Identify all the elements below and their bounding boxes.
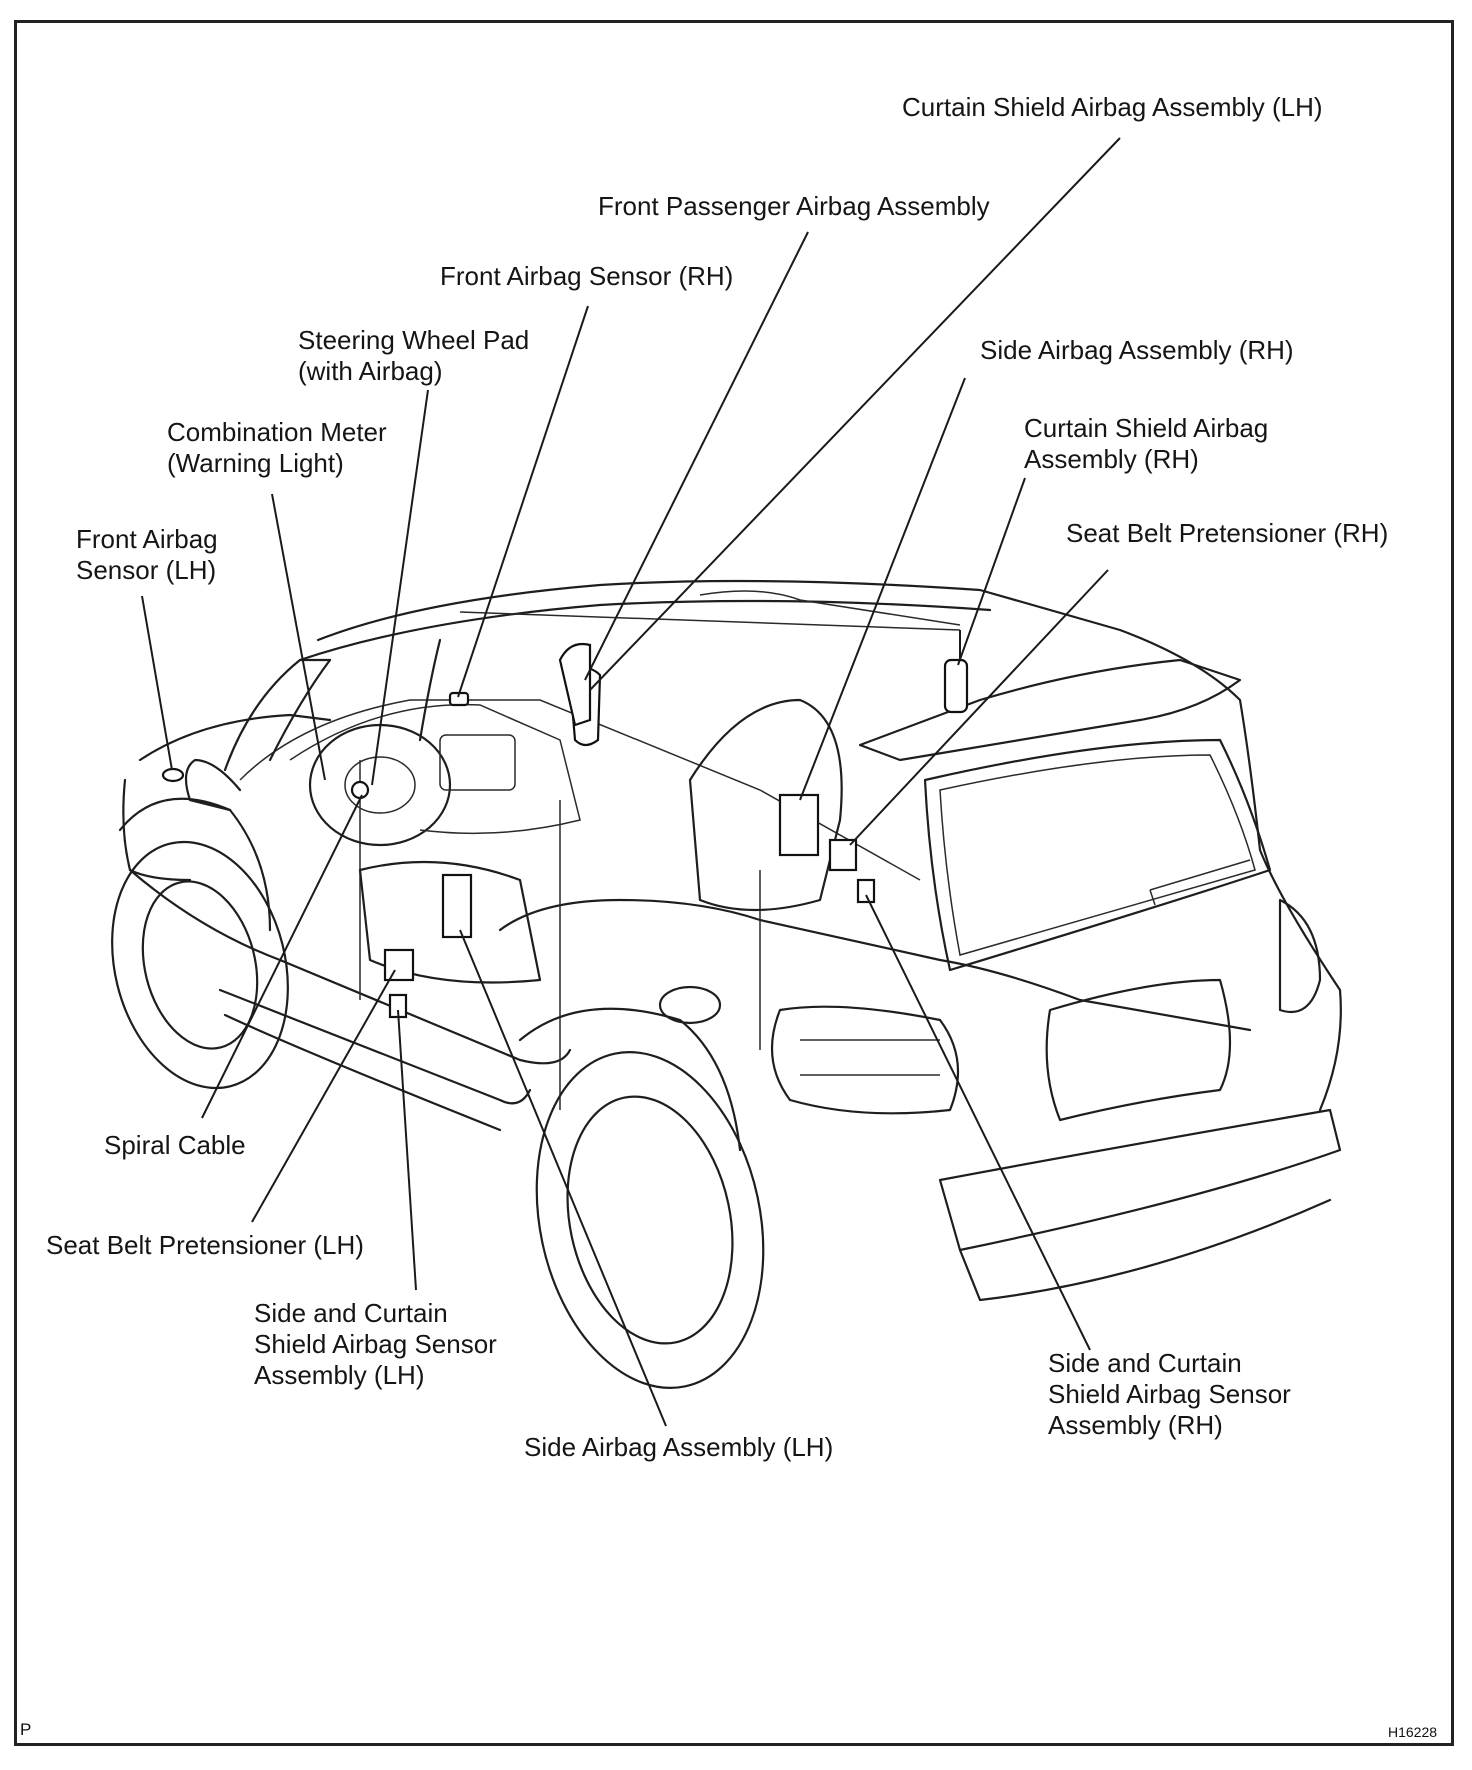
label-side-curtain-sensor-lh: Side and Curtain Shield Airbag Sensor As…	[254, 1298, 497, 1390]
label-steering-wheel-pad: Steering Wheel Pad (with Airbag)	[298, 325, 530, 386]
component-markers	[161, 630, 969, 1019]
curtain-rh-part	[943, 658, 969, 714]
label-side-airbag-rh: Side Airbag Assembly (RH)	[980, 335, 1294, 365]
front-sensor-lh-part	[161, 767, 185, 783]
side-airbag-lh-part	[441, 873, 473, 939]
label-side-airbag-lh: Side Airbag Assembly (LH)	[524, 1432, 834, 1462]
label-spiral-cable: Spiral Cable	[104, 1130, 246, 1160]
corner-code-left: P	[20, 1720, 32, 1739]
label-front-passenger-airbag: Front Passenger Airbag Assembly	[598, 191, 990, 221]
curtain-lh-part	[558, 642, 592, 727]
diagram-frame	[14, 20, 1454, 1746]
label-side-curtain-sensor-rh: Side and Curtain Shield Airbag Sensor As…	[1048, 1348, 1291, 1440]
label-seat-belt-pretensioner-lh: Seat Belt Pretensioner (LH)	[46, 1230, 364, 1260]
label-curtain-shield-airbag-rh: Curtain Shield Airbag Assembly (RH)	[1024, 413, 1269, 474]
label-curtain-shield-airbag-lh: Curtain Shield Airbag Assembly (LH)	[902, 92, 1323, 122]
label-combination-meter: Combination Meter (Warning Light)	[167, 417, 387, 478]
label-front-airbag-sensor-rh: Front Airbag Sensor (RH)	[440, 261, 734, 291]
side-airbag-rh-part	[778, 793, 820, 857]
sensor-rh-part	[856, 878, 876, 904]
seatbelt-lh-part	[383, 948, 415, 982]
spiral-cable-part	[350, 780, 370, 800]
label-front-airbag-sensor-lh: Front Airbag Sensor (LH)	[76, 524, 218, 585]
seatbelt-rh-part	[828, 838, 858, 872]
leader-lines	[141, 137, 1121, 1427]
label-seat-belt-pretensioner-rh: Seat Belt Pretensioner (RH)	[1066, 518, 1389, 548]
figure-id: H16228	[1388, 1724, 1438, 1740]
vehicle-outline	[111, 579, 1342, 1389]
